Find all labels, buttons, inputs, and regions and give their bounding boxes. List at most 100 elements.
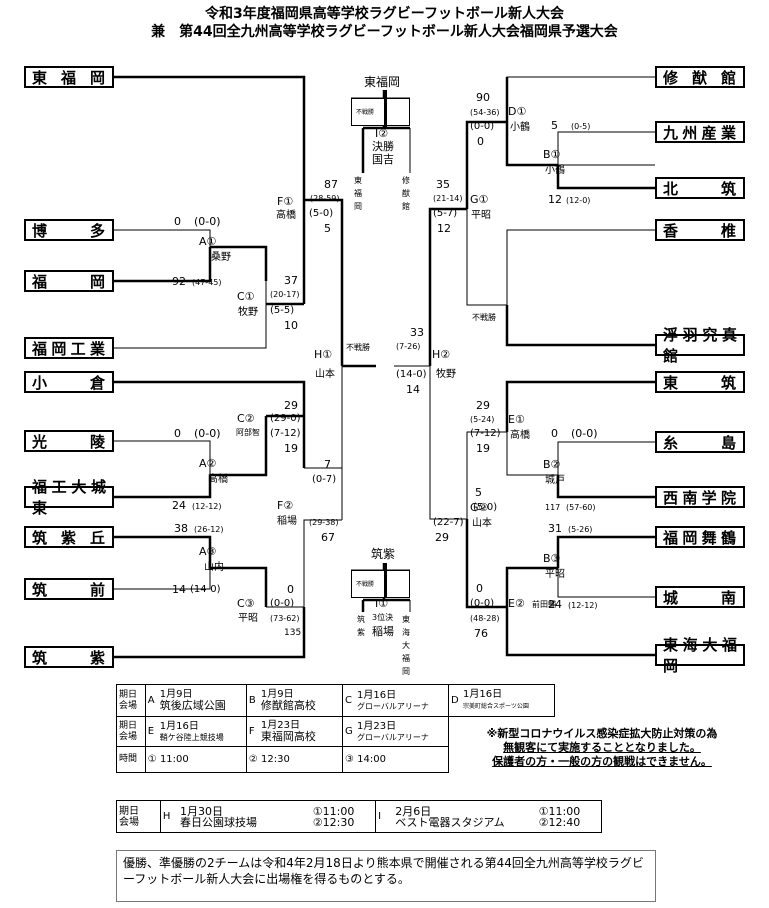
h2-half-bot: (14-0) <box>396 369 427 380</box>
g1-code: G① <box>470 193 489 206</box>
h2-score-top: 33 <box>410 326 424 339</box>
h2-code: H② <box>432 348 451 361</box>
c3-code: C③ <box>237 597 255 610</box>
sched-d: 1月16日宗美町総合スポーツ公園 <box>461 684 555 717</box>
b1-score-bot: 12 <box>548 193 562 206</box>
final-box <box>351 98 410 126</box>
c3-score-bot: 135 <box>284 628 302 638</box>
g2-score-top: 5 <box>475 486 482 499</box>
team-right-2: 九州産業 <box>655 121 745 143</box>
a3-score-bot: 14 <box>172 583 186 596</box>
sched-time-2: ② 12:30 <box>245 746 344 773</box>
a3-ref: 山内 <box>204 562 224 573</box>
d1-half-top: (54-36) <box>470 108 500 117</box>
b1-half-top: (0-5) <box>571 122 591 131</box>
third-ref: 稲場 <box>372 625 394 638</box>
a1-code: A① <box>199 235 217 248</box>
title-line1: 令和3年度福岡県高等学校ラグビーフットボール新人大会 <box>205 6 564 22</box>
sched-e-key: E <box>144 716 158 747</box>
b2-half-bot: (57-60) <box>566 503 596 512</box>
third-left: 筑紫 <box>357 615 365 637</box>
e1-score-top: 29 <box>476 399 490 412</box>
g1-ref: 平昭 <box>471 210 491 221</box>
team-right-8: 西南学院 <box>655 486 745 508</box>
g2-ref: 山本 <box>472 518 492 529</box>
sched-label-2: 期日会場 <box>116 716 146 747</box>
final-fusen: 不戦勝 <box>356 109 375 116</box>
a1-ref: 桑野 <box>211 252 231 263</box>
b2-score-top: 0 <box>551 427 558 440</box>
a1-score-bot: 92 <box>172 275 186 288</box>
right-bye: 不戦勝 <box>472 313 496 322</box>
c2-half-bot: (7-12) <box>270 428 301 439</box>
f2-score-bot: 67 <box>321 531 335 544</box>
third-winner: 筑紫 <box>371 547 396 561</box>
sched-g-key: G <box>341 716 355 747</box>
g1-score-bot: 12 <box>437 222 451 235</box>
team-right-3: 北筑 <box>655 177 745 199</box>
b1-score-top: 5 <box>551 119 558 132</box>
f1-half-top: (28-59) <box>310 194 340 203</box>
h2-ref: 牧野 <box>436 369 456 380</box>
c1-score-top: 37 <box>284 274 298 287</box>
team-right-6: 東筑 <box>655 371 745 393</box>
c1-half-top: (20-17) <box>270 290 300 299</box>
e2-score-bot: 76 <box>474 627 488 640</box>
footer-note: 優勝、準優勝の2チームは令和4年2月18日より熊本県で開催される第44回全九州高… <box>116 850 656 902</box>
c2-score-top: 29 <box>284 399 298 412</box>
d1-score-top: 90 <box>476 91 490 104</box>
e2-score-top: 0 <box>476 582 483 595</box>
third-fusen: 不戦勝 <box>356 581 375 588</box>
b1-half-bot: (12-0) <box>566 196 591 205</box>
c3-half-top: (0-0) <box>270 598 295 609</box>
b2-score-bot: 117 <box>545 503 561 512</box>
f2-half-bot: (29-38) <box>309 518 339 527</box>
e2-code: E② <box>508 597 525 610</box>
sched-g: 1月23日グローバルアリーナ <box>355 716 450 747</box>
sched-e: 1月16日鞘ケ谷陸上競技場 <box>157 716 247 747</box>
b3-ref: 平昭 <box>545 569 565 580</box>
h2-half-top: (7-26) <box>396 342 421 351</box>
team-left-2: 博多 <box>24 219 114 241</box>
third-right: 東海大福岡 <box>402 615 410 676</box>
b1-code: B① <box>543 148 561 161</box>
sched-time-3: ③ 14:00 <box>342 746 450 773</box>
g2-half-bot: (22-7) <box>433 517 464 528</box>
sched-a: 1月9日筑後広域公園 <box>157 684 247 717</box>
b3-score-bot: 24 <box>548 598 562 611</box>
third-label: 3位決 <box>372 613 394 622</box>
e2-ref: 前田輔 <box>532 600 556 609</box>
sched2-h: 1月30日春日公園球技場 <box>178 800 311 833</box>
sched-time-1: ① 11:00 <box>144 746 247 773</box>
f1-ref: 高橋 <box>276 210 296 221</box>
f2-code: F② <box>277 499 294 512</box>
a3-code: A③ <box>199 545 217 558</box>
team-left-10: 筑紫 <box>24 646 114 668</box>
sched-f-key: F <box>245 716 259 747</box>
a2-score-bot: 24 <box>172 499 186 512</box>
b2-half-top: (0-0) <box>571 427 598 440</box>
notice-line3: 保護者の方・一般の方の観戦はできません。 <box>492 755 712 768</box>
e2-half-top: (0-0) <box>470 598 495 609</box>
f2-ref: 稲場 <box>277 516 297 527</box>
sched-label-1: 期日会場 <box>116 684 146 717</box>
h1-ref: 山本 <box>315 369 335 380</box>
b3-score-top: 31 <box>548 522 562 535</box>
notice-line1: ※新型コロナウイルス感染症拡大防止対策の為 <box>486 727 718 740</box>
a2-ref: 高橋 <box>208 474 228 485</box>
c1-ref: 牧野 <box>238 307 258 318</box>
b3-half-top: (5-26) <box>568 525 593 534</box>
c2-score-bot: 19 <box>284 442 298 455</box>
c3-ref: 平昭 <box>238 613 258 624</box>
a2-half-bot: (12-12) <box>192 502 222 511</box>
team-right-4: 香椎 <box>655 219 745 241</box>
sched-d-key: D <box>447 684 461 717</box>
e1-half-top: (5-24) <box>470 415 495 424</box>
d1-score-bot: 0 <box>477 135 484 148</box>
a1-score-top: 0 <box>174 215 181 228</box>
c1-code: C① <box>237 290 255 303</box>
g1-score-top: 35 <box>436 178 450 191</box>
c2-half-top: (29-0) <box>270 413 301 424</box>
